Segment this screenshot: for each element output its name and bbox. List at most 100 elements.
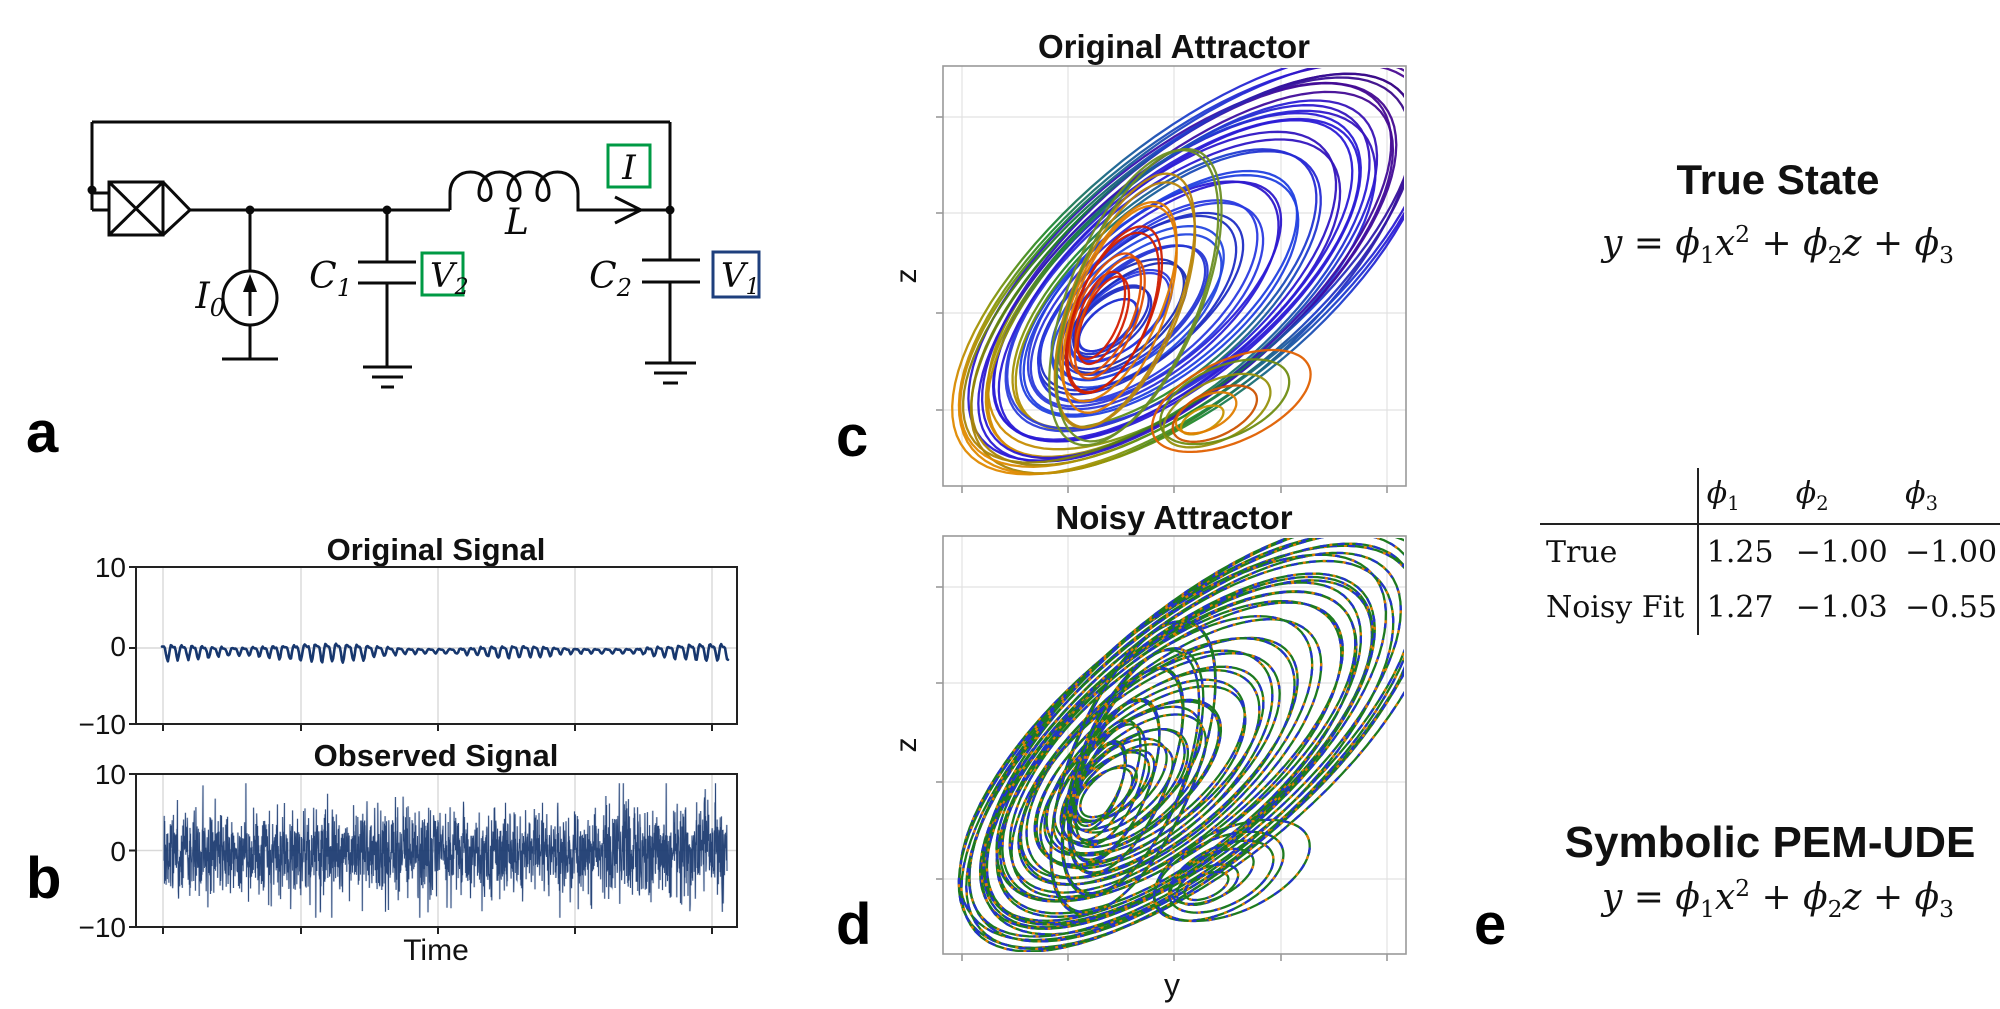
empty-header-cell xyxy=(1540,468,1698,525)
attractor-loop-noise xyxy=(1017,636,1299,886)
axis-ticks xyxy=(936,586,1388,961)
attractor-loop xyxy=(1074,270,1127,361)
attractor-loop-noise xyxy=(1053,705,1203,845)
label-c2: C2 xyxy=(589,256,632,302)
attractor-loop-noise xyxy=(995,590,1358,918)
attractor-loop xyxy=(1037,201,1265,404)
attractor-loop-noise xyxy=(1049,620,1217,914)
ytick-label: 0 xyxy=(110,836,126,867)
panel-label-a: a xyxy=(26,400,59,465)
attractor-loop-noise xyxy=(996,581,1363,915)
attractor-loop xyxy=(1150,348,1312,454)
label-box-i xyxy=(606,143,652,189)
axis-ticks xyxy=(129,566,713,731)
attractor-loop-noise xyxy=(1033,665,1265,866)
xaxis-label-y: y xyxy=(1164,967,1180,1003)
attractor-loop-noise xyxy=(1072,766,1134,824)
attractor-trajectories xyxy=(951,68,1404,476)
attractor-loop xyxy=(1048,148,1220,447)
ytick-label: −10 xyxy=(79,912,127,943)
yaxis-label-z: z xyxy=(890,738,923,753)
attractor-loop-noise xyxy=(1039,685,1247,868)
ground-c2-icon xyxy=(645,361,696,385)
attractor-loop xyxy=(1029,180,1283,408)
attractor-loop xyxy=(1073,256,1146,380)
panel-label-d: d xyxy=(836,892,872,957)
attractor-loop-noise xyxy=(1001,599,1343,902)
noisy-signal-trace xyxy=(162,783,729,918)
ytick-label: 10 xyxy=(95,759,126,790)
attractor-loop xyxy=(1066,225,1164,394)
panel-label-c: c xyxy=(836,404,869,469)
signal-line xyxy=(160,642,730,664)
attractor-loop xyxy=(959,68,1404,468)
attractor-trajectories xyxy=(957,538,1404,952)
noisy-attractor-plot: Noisy Attractor z y xyxy=(890,499,1407,1003)
plot-frame xyxy=(135,566,738,725)
attractor-loop xyxy=(1183,870,1230,902)
attractor-loop-noise xyxy=(968,538,1404,943)
circuit-diagram xyxy=(87,120,761,389)
ytick-label: −10 xyxy=(79,709,127,740)
attractor-loop xyxy=(984,104,1371,458)
row-label: True xyxy=(1546,535,1618,570)
circuit-node-dot xyxy=(87,185,97,195)
attractor-loop-noise xyxy=(1067,666,1185,875)
attractor-loop-noise xyxy=(1169,847,1255,906)
attractor-loop-noise xyxy=(1060,648,1201,897)
attractor-loop-noise xyxy=(1001,599,1343,902)
original-attractor-plot: Original Attractor z xyxy=(890,28,1407,493)
attractor-loop-noise xyxy=(967,542,1404,938)
table-row: Noisy Fit 1.27 −1.03 −0.55 xyxy=(1540,580,2000,635)
cell-value: −1.00 xyxy=(1905,535,1998,570)
attractor-loop-noise xyxy=(1153,818,1311,923)
attractor-loop xyxy=(1174,391,1238,435)
attractor-loop xyxy=(1039,211,1245,392)
cell-value: −1.03 xyxy=(1795,590,1888,625)
original-signal-plot: Original Signal 10 0 −10 xyxy=(79,532,738,740)
attractor-loop xyxy=(1019,174,1300,418)
attractor-loop-noise xyxy=(958,544,1404,942)
attractor-loop-noise xyxy=(1052,698,1223,855)
attractor-loop-noise xyxy=(995,590,1357,903)
attractor-loop xyxy=(1055,147,1223,443)
capacitor-c2 xyxy=(642,210,700,363)
label-box-v2 xyxy=(420,251,465,297)
attractor-loop xyxy=(957,68,1404,475)
attractor-loop xyxy=(997,119,1354,443)
true-state-equation: y = ϕ1x2 + ϕ2z + ϕ3 xyxy=(1601,220,1954,270)
attractor-loop-noise xyxy=(1025,649,1274,880)
attractor-loop-noise xyxy=(1071,743,1174,834)
attractor-loop xyxy=(1162,372,1272,449)
circuit-stub-wires xyxy=(92,191,109,212)
cell-value: 1.27 xyxy=(1696,580,1788,635)
attractor-loop-noise xyxy=(1049,620,1217,916)
inductor-coil-icon xyxy=(448,170,670,212)
col-header-phi3: ϕ3 xyxy=(1897,468,2000,525)
attractor-loop-noise xyxy=(1059,728,1186,845)
attractor-loop xyxy=(1054,181,1197,429)
attractor-loop-noise xyxy=(1045,678,1246,857)
attractor-loop xyxy=(1050,233,1223,389)
attractor-loop-noise xyxy=(982,572,1376,929)
circuit-labels: I0 C1 C2 L V2 I V1 xyxy=(194,148,759,322)
gridlines xyxy=(136,567,737,724)
mixer-triangle xyxy=(161,180,193,237)
attractor-loop xyxy=(1171,384,1259,443)
attractor-loop xyxy=(1074,723,1148,847)
attractor-loop-noise xyxy=(1060,713,1208,849)
current-source-arrowhead xyxy=(243,274,257,292)
ytick-label: 0 xyxy=(110,631,126,662)
attractor-loop xyxy=(962,72,1404,464)
observed-signal-plot: Observed Signal 10 0 −10 Time xyxy=(79,738,738,967)
attractor-loop xyxy=(977,90,1395,463)
observed-signal-title: Observed Signal xyxy=(314,738,559,773)
attractor-loop xyxy=(1001,599,1343,902)
original-attractor-title: Original Attractor xyxy=(1038,28,1310,65)
attractor-loop xyxy=(1061,204,1178,414)
cell-value: 1.25 xyxy=(1696,524,1788,580)
attractor-loop-noise xyxy=(1066,699,1161,861)
yaxis-label-z: z xyxy=(890,269,923,284)
original-signal-title: Original Signal xyxy=(327,532,546,567)
